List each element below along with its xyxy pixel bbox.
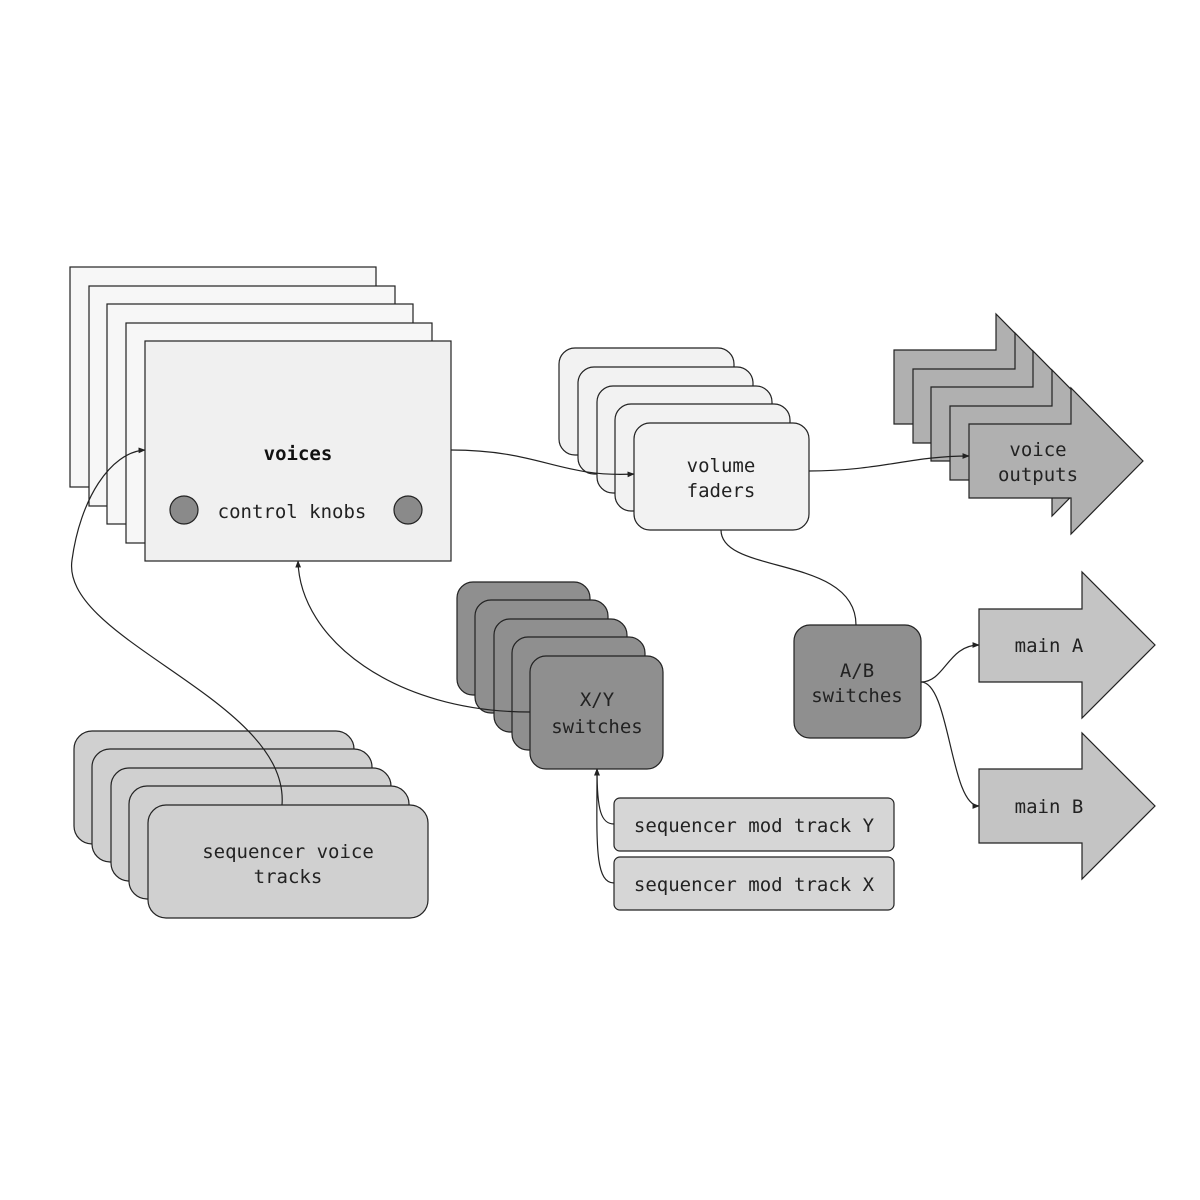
control-knob-right [393,495,423,525]
mod-track-y-label: sequencer mod track Y [634,815,875,837]
main-a-label: main A [1015,635,1084,657]
edge-voices-to-faders [450,449,635,478]
mod-track-y-node: sequencer mod track Y [613,797,895,852]
edge-mod-y-to-xy [594,768,615,825]
edge-faders-to-ab-switches [720,529,857,626]
volume-faders-label-line1: volume [687,455,756,477]
main-b-label: main B [1015,796,1084,818]
xy-switches-stack: X/Y switches [456,581,664,770]
edge-faders-to-voice-outputs [808,453,970,472]
voices-card [144,340,452,562]
voice-outputs-label-line1: voice [1009,439,1066,461]
mod-track-x-label: sequencer mod track X [634,874,875,896]
edge-mod-x-to-xy [594,768,615,884]
main-a-node: main A [978,570,1156,720]
main-b-node: main B [978,731,1156,881]
xy-card [529,655,664,770]
control-knobs-label: control knobs [218,501,367,523]
voices-title: voices [264,443,333,465]
volume-faders-label-line2: faders [687,480,756,502]
xy-switches-label-line1: X/Y [580,689,615,711]
seq-voice-tracks-stack: sequencer voice tracks [73,730,429,919]
ab-switches-label-line1: A/B [840,660,874,682]
edge-ab-to-main-b [920,681,980,809]
xy-switches-label-line2: switches [551,716,643,738]
seq-voice-card [147,804,429,919]
main-a-arrow [978,570,1156,720]
edge-xy-to-voices [295,560,531,713]
seq-voice-tracks-label-line1: sequencer voice [202,841,374,863]
voices-stack: voices control knobs [69,266,452,562]
mod-track-x-node: sequencer mod track X [613,856,895,911]
control-knob-left [169,495,199,525]
voice-output-arrow [968,386,1144,536]
edge-seq-voice-to-voices [71,447,283,806]
main-b-arrow [978,731,1156,881]
ab-switches-label-line2: switches [811,685,903,707]
volume-faders-stack: volume faders [558,347,810,531]
seq-voice-tracks-label-line2: tracks [254,866,323,888]
edge-ab-to-main-a [920,642,980,683]
voice-outputs-stack: voice outputs [893,312,1144,536]
connectors [71,447,980,884]
voice-outputs-label-line2: outputs [998,464,1078,486]
ab-switches-node: A/B switches [793,624,922,739]
